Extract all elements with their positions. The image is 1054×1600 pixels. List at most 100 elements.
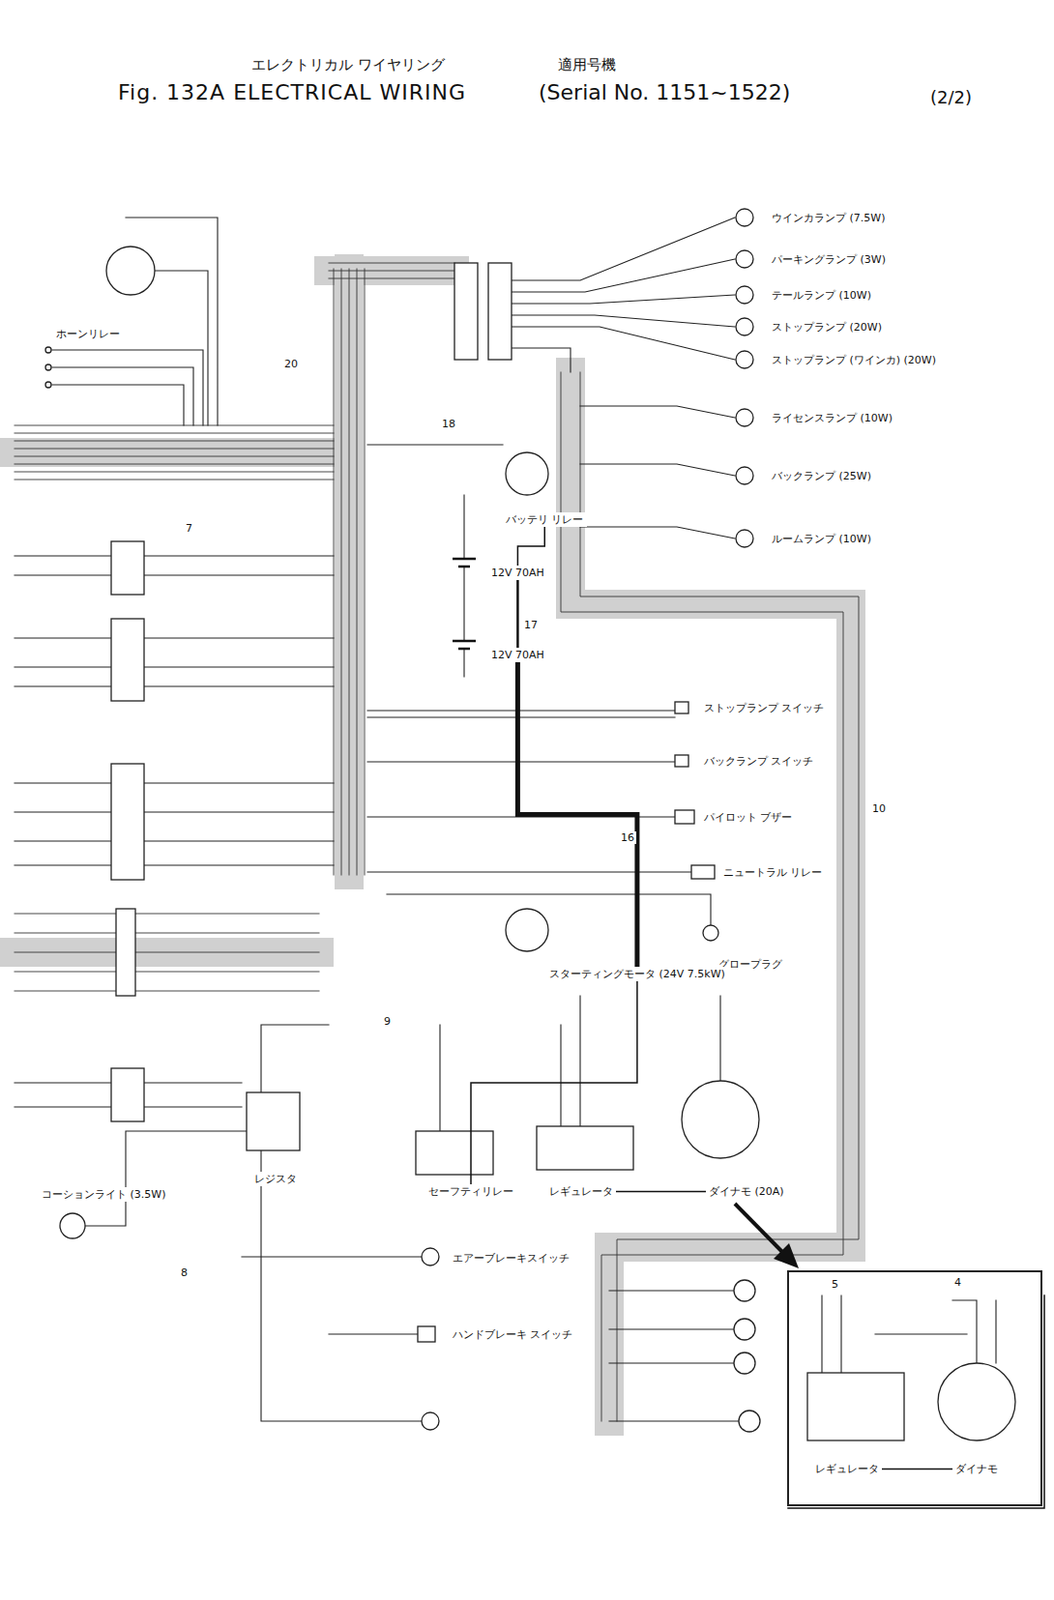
lamp-symbol [735,351,754,369]
lamp-symbol [735,529,754,548]
component-label: ストップランプ (ワインカ) (20W) [768,352,939,368]
component-label: レギュレータ [812,1462,882,1477]
component-name: パイロット ブザー [703,811,793,824]
component-label: ニュートラル リレー [720,865,826,880]
component-label: ダイナモ (20A) [705,1184,788,1200]
component-name: スターティングモータ (24V 7.5kW) [549,967,726,981]
resistor-symbol [246,1092,300,1151]
component-name: 12V 70AH [491,566,545,580]
switch-symbol [674,755,689,767]
wire-bundle [14,268,851,1422]
component-name: ダイナモ [955,1463,998,1476]
component-label: コーションライト (3.5W) [38,1187,169,1202]
connector-block [488,263,512,360]
callout-number: 5 [829,1278,841,1291]
title-part: エレクトリカル ワイヤリング [249,56,447,75]
lamp-symbol [735,286,754,304]
connector-block [454,263,478,360]
battery-symbol [452,558,476,649]
callout-number: 9 [381,1015,393,1028]
callout-number: 10 [870,802,888,816]
component-label: バックランプ (25W) [768,468,875,484]
switch-symbol [421,1248,440,1266]
relay-symbol [691,865,715,879]
motor-symbol [505,908,549,952]
component-label: ルームランプ (10W) [768,531,875,547]
title-part: (Serial No. 1151~1522) [536,80,792,105]
wire-connector [516,580,520,648]
connector-block [116,908,136,996]
component-name: エアーブレーキスイッチ [452,1252,570,1265]
component-name: テールランプ (10W) [771,289,872,302]
component-label: セーフティリレー [425,1184,517,1200]
component-name: ニュートラル リレー [723,866,823,879]
component-name: ストップランプ スイッチ [703,702,825,715]
component-label: ダイナモ [952,1462,1001,1477]
connector-block [111,763,145,880]
component-name: レギュレータ [549,1185,614,1199]
component-name: ストップランプ (ワインカ) (20W) [771,353,937,367]
lamp-symbol [733,1352,756,1375]
component-label: ハンドブレーキ スイッチ [449,1327,577,1343]
lamp-symbol [59,1213,86,1239]
component-label: バッテリ リレー [502,512,587,527]
figure-title: Fig. 132A ELECTRICAL WIRING [116,80,469,105]
glow-plug-symbol [702,925,719,941]
component-label: ウインカランプ (7.5W) [768,210,888,226]
terminal [45,381,52,388]
switch-symbol [417,1326,436,1343]
lamp-symbol [733,1318,756,1341]
lamp-symbol [738,1410,761,1433]
wire [14,217,996,1422]
terminal [45,364,52,371]
title-part: (2/2) [928,87,974,108]
buzzer-symbol [674,810,695,824]
dynamo-symbol [937,1363,1016,1441]
component-name: ウインカランプ (7.5W) [771,211,885,225]
title-part: 適用号機 [556,56,618,75]
component-label: パーキングランプ (3W) [768,252,889,267]
lamp-symbol [735,467,754,485]
switch-symbol [421,1412,440,1431]
terminal [45,347,52,353]
pointer-arrowhead [773,1243,799,1269]
callout-number: 20 [282,357,300,371]
component-name: パーキングランプ (3W) [771,253,886,266]
component-name: ホーンリレー [56,327,120,341]
wire-connector [470,981,638,1185]
dynamo-symbol [681,1081,760,1159]
callout-number: 16 [618,831,637,845]
relay-symbol [415,1131,494,1175]
switch-symbol [674,702,689,714]
regulator-symbol [536,1126,634,1171]
pointer-arrow [734,1203,786,1256]
connector-block [111,541,145,595]
component-name: ルームランプ (10W) [771,532,872,546]
component-label: 12V 70AH [488,565,548,581]
lamp-symbol [735,409,754,427]
callout-number: 4 [952,1276,964,1289]
lamp-symbol [735,250,754,268]
lamp-symbol [735,208,754,227]
lamp-symbol [733,1280,756,1302]
callout-number: 8 [178,1266,190,1280]
component-name: 12V 70AH [491,648,545,662]
component-label: ライセンスランプ (10W) [768,410,896,426]
component-name: グロープラグ [718,958,783,971]
component-name: ライセンスランプ (10W) [771,411,893,425]
connector-block [111,1068,145,1122]
component-label: エアーブレーキスイッチ [449,1251,573,1266]
wire-connector [615,1191,706,1194]
inset-frame [788,1271,1042,1506]
callout-number: 7 [183,522,195,535]
wire-connector [517,527,545,566]
component-label: ホーンリレー [53,326,123,342]
component-name: ハンドブレーキ スイッチ [452,1328,574,1342]
component-label: バックランプ スイッチ [701,754,818,769]
component-name: レギュレータ [815,1463,879,1476]
component-label: 12V 70AH [488,647,548,663]
component-label: テールランプ (10W) [768,288,875,303]
component-name: ダイナモ (20A) [708,1185,785,1199]
